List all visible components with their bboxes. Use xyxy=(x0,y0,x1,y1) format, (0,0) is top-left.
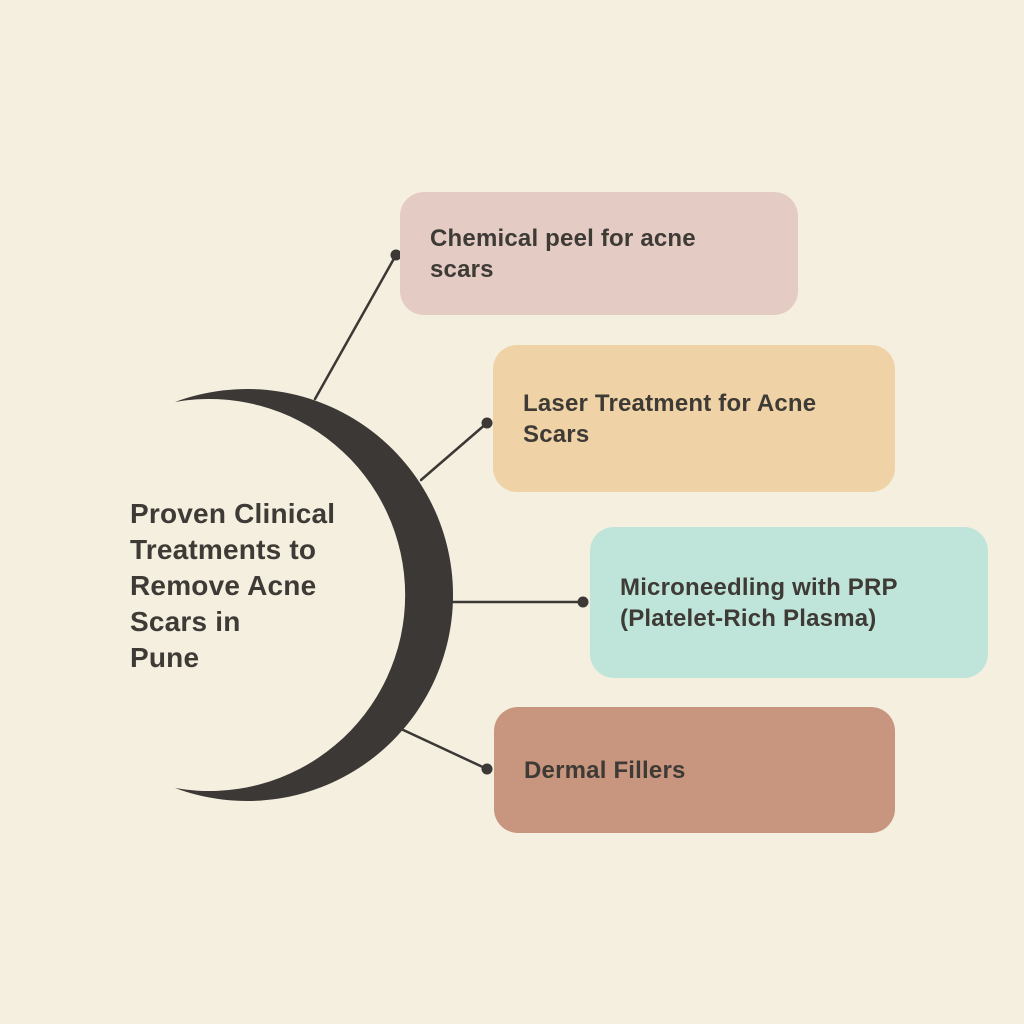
treatment-node-label: Dermal Fillers xyxy=(524,756,686,784)
treatment-node-dermal-fillers: Dermal Fillers xyxy=(494,707,895,833)
connector-dot-dermal-fillers xyxy=(481,763,493,775)
treatment-node-label: Chemical peel for acne scars xyxy=(430,224,696,283)
treatment-node-chemical-peel: Chemical peel for acne scars xyxy=(400,192,798,315)
connector-line-laser-treatment xyxy=(419,421,489,482)
connector-dot-microneedling xyxy=(577,596,589,608)
treatment-node-label: Microneedling with PRP (Platelet-Rich Pl… xyxy=(620,573,898,632)
connector-dot-laser-treatment xyxy=(481,417,493,429)
connector-line-chemical-peel xyxy=(313,253,398,401)
crescent-shape xyxy=(175,389,454,801)
treatment-node-label: Laser Treatment for Acne Scars xyxy=(523,389,817,448)
treatment-node-microneedling: Microneedling with PRP (Platelet-Rich Pl… xyxy=(590,527,988,678)
treatment-node-laser-treatment: Laser Treatment for Acne Scars xyxy=(493,345,895,492)
connector-dot-chemical-peel xyxy=(390,249,402,261)
connector-line-dermal-fillers xyxy=(397,726,489,771)
diagram-title: Proven Clinical Treatments to Remove Acn… xyxy=(130,498,336,673)
